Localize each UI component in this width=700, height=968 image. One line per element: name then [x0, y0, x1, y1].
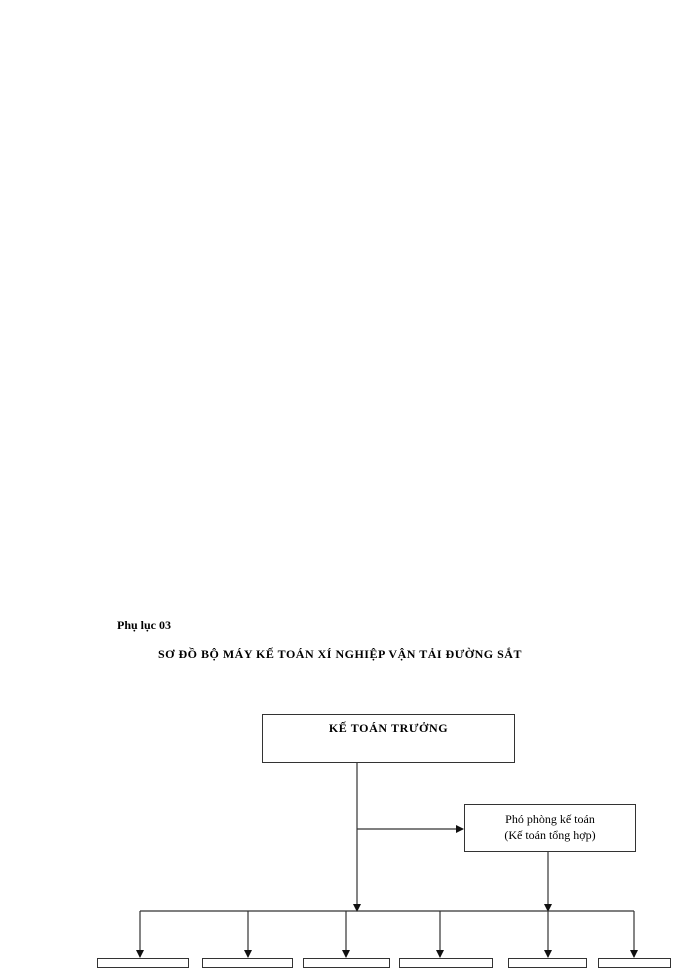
- appendix-label: Phụ lục 03: [117, 618, 172, 632]
- diagram-title: SƠ ĐỒ BỘ MÁY KẾ TOÁN XÍ NGHIỆP VẬN TẢI Đ…: [158, 647, 522, 661]
- chief-accountant-box: KẾ TOÁN TRƯỞNG: [262, 714, 515, 763]
- deputy-accountant-sublabel: (Kế toán tổng hợp): [504, 828, 596, 842]
- deputy-accountant-box: Phó phòng kế toán (Kế toán tổng hợp): [464, 804, 636, 852]
- deputy-accountant-label: Phó phòng kế toán: [505, 812, 595, 826]
- chief-accountant-label: KẾ TOÁN TRƯỞNG: [328, 721, 449, 735]
